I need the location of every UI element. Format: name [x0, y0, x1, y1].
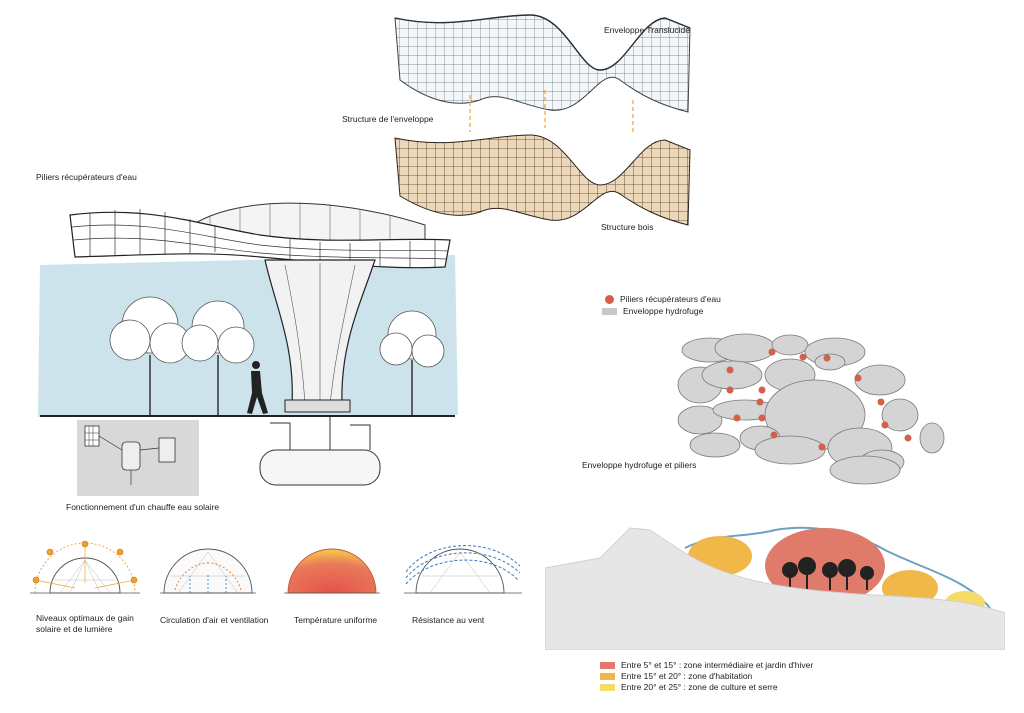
culture-zone-swatch: [600, 683, 615, 691]
envelope-swatch-icon: [602, 307, 617, 315]
person-silhouette: [247, 361, 268, 414]
section-legend-item-2: Entre 15° et 20° : zone d'habitation: [600, 671, 752, 681]
dome-wind-resistance: [404, 538, 522, 600]
plan-caption-label: Enveloppe hydrofuge et piliers: [582, 460, 697, 470]
living-zone-swatch: [600, 672, 615, 680]
pillars-title-label: Piliers récupérateurs d'eau: [36, 172, 137, 182]
canopy-scene: [30, 195, 470, 495]
dome-ventilation-caption: Circulation d'air et ventilation: [160, 615, 269, 625]
dome-wind-resistance-caption: Résistance au vent: [412, 615, 485, 625]
wood-structure-drawing: [390, 130, 695, 235]
plan-legend-pillars: Piliers récupérateurs d'eau: [605, 294, 721, 304]
envelope-structure-label: Structure de l'enveloppe: [342, 114, 434, 124]
dome-solar-gain: [30, 538, 140, 600]
solar-heater-diagram: [77, 420, 199, 496]
landscape-section: [545, 518, 1005, 650]
dome-uniform-temperature: [284, 538, 380, 600]
plan-legend-envelope: Enveloppe hydrofuge: [602, 306, 703, 316]
pillar-dot-icon: [605, 294, 614, 304]
dome-solar-gain-caption: Niveaux optimaux de gain solaire et de l…: [36, 613, 134, 634]
intermediate-zone-swatch: [600, 661, 615, 669]
plan-view-drawing: [670, 330, 955, 490]
wood-structure-label: Structure bois: [601, 222, 654, 232]
connector-lines: [460, 90, 660, 135]
solar-heater-label: Fonctionnement d'un chauffe eau solaire: [66, 502, 220, 512]
dome-uniform-temperature-caption: Température uniforme: [294, 615, 378, 625]
section-legend-item-1: Entre 5° et 15° : zone intermédiaire et …: [600, 660, 813, 670]
dome-ventilation: [160, 538, 256, 600]
translucent-envelope-drawing: [390, 10, 695, 125]
translucent-envelope-label: Enveloppe Translucide: [604, 25, 691, 35]
section-legend-item-3: Entre 20° et 25° : zone de culture et se…: [600, 682, 778, 692]
